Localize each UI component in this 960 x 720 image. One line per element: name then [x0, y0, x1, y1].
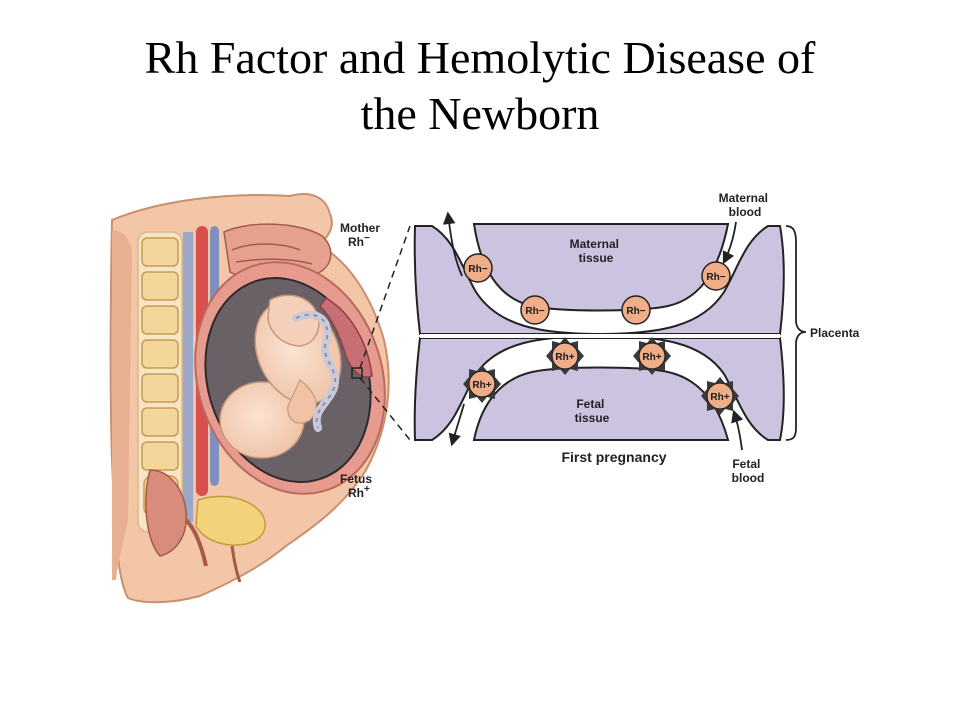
slide-title: Rh Factor and Hemolytic Disease of the N…: [0, 30, 960, 142]
rh-positive-cell: Rh+: [546, 337, 584, 375]
mother-label: Mother: [340, 221, 380, 235]
rh-negative-cell: Rh−: [621, 295, 651, 325]
pelvis: [145, 469, 187, 557]
maternal-blood-label-2: blood: [729, 205, 762, 219]
svg-text:Rh−: Rh−: [626, 306, 645, 317]
fetus-illustration: [219, 294, 342, 459]
mother-anatomy-illustration: [109, 193, 390, 604]
zoom-marker: [351, 367, 363, 379]
fetal-tissue-label-1: Fetal: [576, 397, 604, 411]
fetal-flow-arrow-left: [448, 403, 465, 447]
bladder: [195, 495, 266, 546]
spine: [137, 231, 193, 533]
svg-text:Rh+: Rh+: [710, 392, 729, 403]
svg-text:Rh+: Rh+: [472, 380, 491, 391]
maternal-flow-arrow-left: [442, 211, 463, 277]
svg-text:Maternal tissue: Maternal tissue: [570, 237, 623, 265]
fetal-blood-label-2: blood: [732, 471, 765, 485]
fetal-tissue-label-2: tissue: [575, 411, 610, 425]
fetal-flow-arrow-right: [731, 409, 744, 451]
mother-rh-sign: −: [364, 233, 370, 244]
svg-text:Rh+: Rh+: [555, 352, 574, 363]
fetus-label: Fetus: [340, 472, 372, 486]
rh-negative-cell: Rh−: [701, 261, 731, 291]
placenta-detail-panel: Rh− Rh− Rh− Rh− Rh+: [413, 191, 860, 485]
svg-text:Fetal blood: Fetal blood: [732, 457, 765, 485]
placenta-brace: [785, 225, 807, 441]
svg-text:Fetal tissue: Fetal tissue: [575, 397, 610, 425]
fetal-rh-positive-cells: Rh+ Rh+ Rh+ Rh+: [463, 337, 739, 415]
zoom-line-bottom: [359, 377, 411, 441]
fetus-rh-label: Rh: [348, 486, 364, 500]
rh-positive-cell: Rh+: [463, 365, 501, 403]
fetus-rh-sign: +: [364, 484, 370, 495]
placenta-organ: [319, 297, 373, 378]
svg-text:Rh−: Rh−: [468, 264, 487, 275]
maternal-flow-arrow-right: [722, 221, 737, 265]
fetal-blood-label-1: Fetal: [732, 457, 760, 471]
svg-text:Fetus Rh+: Fetus Rh+: [340, 472, 375, 500]
svg-text:Mother Rh−: Mother Rh−: [340, 221, 383, 249]
placenta-label: Placenta: [810, 326, 860, 340]
svg-text:Rh−: Rh−: [706, 272, 725, 283]
maternal-rh-negative-cells: Rh− Rh− Rh− Rh−: [463, 253, 731, 325]
rh-positive-cell: Rh+: [701, 377, 739, 415]
svg-text:Maternal blood: Maternal blood: [719, 191, 772, 219]
mother-rh-label: Rh: [348, 235, 364, 249]
rh-negative-cell: Rh−: [463, 253, 493, 283]
maternal-tissue-label-2: tissue: [579, 251, 614, 265]
rh-negative-cell: Rh−: [520, 295, 550, 325]
svg-text:Rh−: Rh−: [525, 306, 544, 317]
rh-positive-cell: Rh+: [633, 337, 671, 375]
first-pregnancy-caption: First pregnancy: [561, 449, 666, 465]
svg-text:Rh+: Rh+: [642, 352, 661, 363]
maternal-blood-label-1: Maternal: [719, 191, 768, 205]
title-line-1: Rh Factor and Hemolytic Disease of: [144, 32, 816, 83]
back-muscle: [112, 230, 132, 580]
title-line-2: the Newborn: [360, 88, 600, 139]
zoom-line-top: [359, 225, 411, 369]
maternal-tissue-label-1: Maternal: [570, 237, 619, 251]
